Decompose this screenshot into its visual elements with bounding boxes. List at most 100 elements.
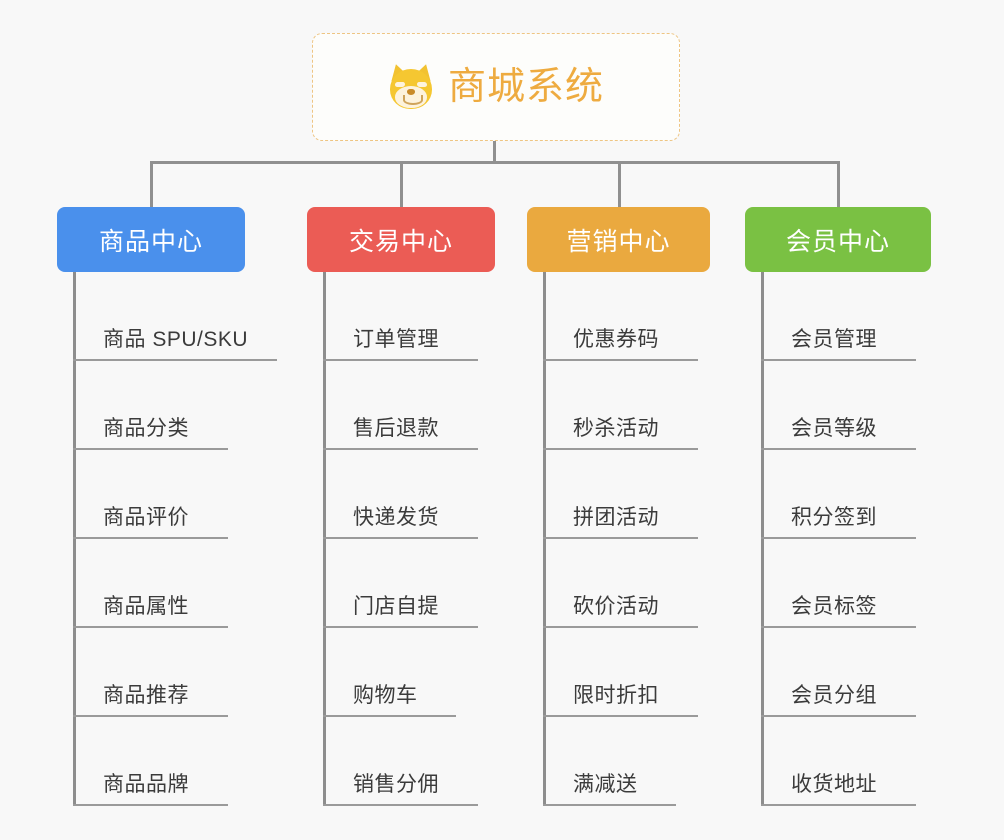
item-label: 门店自提	[353, 595, 439, 618]
root-node[interactable]: 商城系统	[312, 33, 680, 141]
branch-marketing-center: 营销中心 优惠券码 秒杀活动 拼团活动 砍价活动 限时折扣	[527, 207, 710, 806]
list-item[interactable]: 优惠券码	[527, 272, 710, 361]
branch-trunk	[543, 272, 546, 806]
item-underline	[323, 804, 478, 806]
item-underline	[543, 715, 698, 717]
branch-trunk	[73, 272, 76, 806]
list-item[interactable]: 限时折扣	[527, 628, 710, 717]
category-title: 商品中心	[98, 227, 203, 256]
list-item[interactable]: 商品 SPU/SKU	[57, 272, 277, 361]
list-item[interactable]: 订单管理	[307, 272, 495, 361]
item-label: 会员管理	[791, 328, 877, 351]
list-item[interactable]: 积分签到	[745, 450, 931, 539]
drop-connector-member-center	[837, 161, 840, 207]
shiba-dog-icon	[387, 61, 435, 110]
item-underline	[73, 804, 228, 806]
list-item[interactable]: 商品推荐	[57, 628, 245, 717]
list-item[interactable]: 会员标签	[745, 539, 931, 628]
category-header-marketing-center[interactable]: 营销中心	[527, 207, 710, 272]
list-item[interactable]: 会员分组	[745, 628, 931, 717]
item-underline	[73, 626, 228, 628]
branch-member-center: 会员中心 会员管理 会员等级 积分签到 会员标签 会员分组	[745, 207, 931, 806]
item-label: 商品属性	[103, 595, 189, 618]
item-label: 积分签到	[791, 506, 877, 529]
item-label: 快递发货	[353, 506, 439, 529]
item-underline	[761, 804, 916, 806]
item-label: 商品推荐	[103, 684, 189, 707]
item-underline	[543, 804, 676, 806]
branch-trunk	[761, 272, 764, 806]
item-label: 购物车	[353, 684, 418, 707]
item-label: 优惠券码	[573, 328, 659, 351]
root-stem-connector	[493, 141, 496, 163]
item-label: 商品 SPU/SKU	[103, 328, 249, 351]
item-underline	[761, 626, 916, 628]
dog-nose	[406, 89, 415, 95]
item-label: 售后退款	[353, 417, 439, 440]
list-item[interactable]: 满减送	[527, 717, 710, 806]
list-item[interactable]: 商品属性	[57, 539, 245, 628]
item-label: 收货地址	[791, 773, 877, 796]
item-underline	[323, 448, 478, 450]
item-underline	[761, 537, 916, 539]
dog-eye-right	[416, 82, 428, 87]
list-item[interactable]: 会员等级	[745, 361, 931, 450]
category-header-trade-center[interactable]: 交易中心	[307, 207, 495, 272]
drop-connector-marketing-center	[618, 161, 621, 207]
list-item[interactable]: 拼团活动	[527, 450, 710, 539]
item-underline	[73, 537, 228, 539]
root-title: 商城系统	[447, 66, 604, 108]
item-label: 拼团活动	[573, 506, 659, 529]
item-label: 会员分组	[791, 684, 877, 707]
item-label: 商品分类	[103, 417, 189, 440]
item-underline	[543, 626, 698, 628]
list-item[interactable]: 商品评价	[57, 450, 245, 539]
item-label: 会员标签	[791, 595, 877, 618]
item-underline	[761, 359, 916, 361]
item-label: 销售分佣	[353, 773, 439, 796]
drop-connector-trade-center	[400, 161, 403, 207]
category-header-product-center[interactable]: 商品中心	[57, 207, 245, 272]
list-item[interactable]: 会员管理	[745, 272, 931, 361]
item-underline	[323, 715, 456, 717]
item-label: 秒杀活动	[573, 417, 659, 440]
item-label: 满减送	[573, 773, 638, 796]
branch-trade-center: 交易中心 订单管理 售后退款 快递发货 门店自提 购物车	[307, 207, 495, 806]
list-item[interactable]: 商品分类	[57, 361, 245, 450]
item-underline	[543, 448, 698, 450]
item-list-trade-center: 订单管理 售后退款 快递发货 门店自提 购物车 销售分佣	[307, 272, 495, 806]
list-item[interactable]: 秒杀活动	[527, 361, 710, 450]
item-underline	[73, 448, 228, 450]
branch-product-center: 商品中心 商品 SPU/SKU 商品分类 商品评价 商品属性 商品推荐	[57, 207, 277, 806]
list-item[interactable]: 快递发货	[307, 450, 495, 539]
list-item[interactable]: 售后退款	[307, 361, 495, 450]
list-item[interactable]: 购物车	[307, 628, 495, 717]
dog-eye-left	[394, 82, 406, 87]
item-label: 订单管理	[353, 328, 439, 351]
category-title: 交易中心	[348, 227, 453, 256]
item-list-member-center: 会员管理 会员等级 积分签到 会员标签 会员分组 收货地址	[745, 272, 931, 806]
item-underline	[761, 715, 916, 717]
horizontal-bus-connector	[150, 161, 840, 164]
item-underline	[323, 359, 478, 361]
drop-connector-product-center	[150, 161, 153, 207]
category-title: 会员中心	[785, 227, 890, 256]
branch-trunk	[323, 272, 326, 806]
item-list-marketing-center: 优惠券码 秒杀活动 拼团活动 砍价活动 限时折扣 满减送	[527, 272, 710, 806]
dog-mouth	[402, 95, 423, 105]
list-item[interactable]: 门店自提	[307, 539, 495, 628]
item-label: 会员等级	[791, 417, 877, 440]
list-item[interactable]: 砍价活动	[527, 539, 710, 628]
item-label: 商品评价	[103, 506, 189, 529]
list-item[interactable]: 收货地址	[745, 717, 931, 806]
list-item[interactable]: 商品品牌	[57, 717, 245, 806]
item-list-product-center: 商品 SPU/SKU 商品分类 商品评价 商品属性 商品推荐 商品品牌	[57, 272, 277, 806]
item-underline	[543, 359, 698, 361]
item-label: 限时折扣	[573, 684, 659, 707]
list-item[interactable]: 销售分佣	[307, 717, 495, 806]
item-underline	[73, 359, 277, 361]
item-underline	[543, 537, 698, 539]
category-header-member-center[interactable]: 会员中心	[745, 207, 931, 272]
item-underline	[323, 626, 478, 628]
